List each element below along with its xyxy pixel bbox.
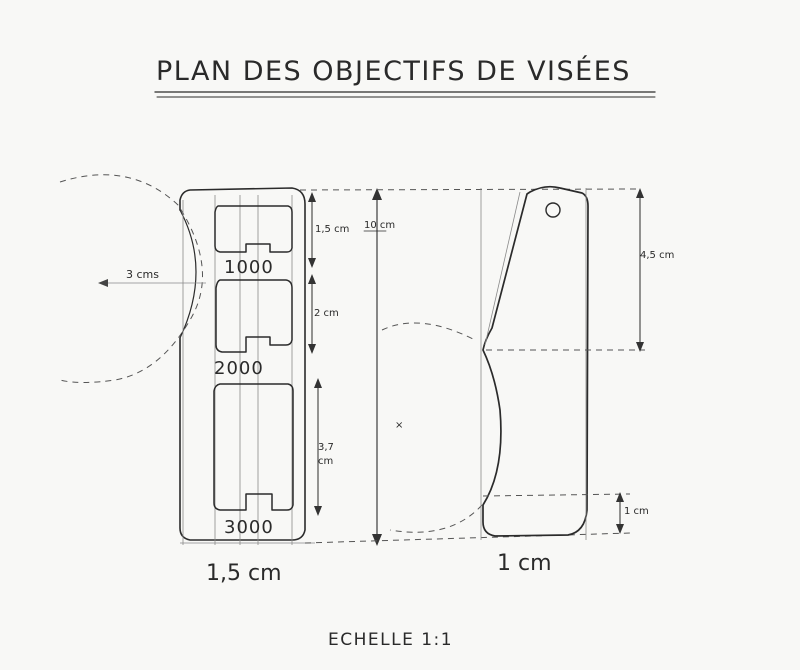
window-1-label: 1000 bbox=[224, 257, 274, 278]
right-part-outline bbox=[482, 185, 589, 537]
arrow-head bbox=[372, 188, 382, 200]
left-plate-outline bbox=[179, 187, 306, 541]
left-plate-arc bbox=[179, 209, 197, 339]
mounting-hole bbox=[545, 202, 561, 218]
arrow-head bbox=[636, 342, 644, 352]
bottom-section-extension-line bbox=[482, 493, 631, 497]
arrow-head bbox=[308, 344, 316, 354]
extension-line-top bbox=[299, 188, 641, 191]
right-part-width-label: 1 cm bbox=[497, 551, 552, 576]
arrow-head bbox=[616, 524, 624, 534]
total-height-dimension: 10 cm bbox=[364, 220, 395, 231]
sight-window-3 bbox=[213, 383, 294, 511]
window-3-dimension-unit: cm bbox=[318, 456, 333, 467]
circle-center-mark: × bbox=[395, 420, 403, 431]
scale-label: ECHELLE 1:1 bbox=[328, 630, 453, 650]
arrow-head bbox=[616, 492, 624, 502]
arrow-head bbox=[308, 258, 316, 268]
right-radius-arc bbox=[381, 322, 483, 533]
arrow-head bbox=[372, 534, 382, 546]
left-part-width-label: 1,5 cm bbox=[206, 561, 282, 586]
construction-line bbox=[484, 191, 521, 346]
arrow-head bbox=[636, 188, 644, 198]
sight-window-2 bbox=[215, 279, 293, 353]
window-3-dimension-value: 3,7 bbox=[318, 442, 334, 453]
arrow-head bbox=[314, 506, 322, 516]
arrow-head bbox=[314, 378, 322, 388]
window-2-dimension: 2 cm bbox=[314, 308, 339, 319]
drawing-title: PLAN DES OBJECTIFS DE VISÉES bbox=[156, 55, 631, 87]
sight-window-1 bbox=[214, 205, 293, 253]
bottom-section-dimension: 1 cm bbox=[624, 506, 649, 517]
radius-arrow-head bbox=[98, 279, 108, 287]
left-radius-arc bbox=[59, 174, 203, 383]
window-1-dimension: 1,5 cm bbox=[315, 224, 349, 235]
arrow-head bbox=[308, 192, 316, 202]
extension-line-bottom bbox=[304, 532, 631, 544]
window-3-label: 3000 bbox=[224, 517, 274, 538]
window-2-label: 2000 bbox=[214, 358, 264, 379]
radius-label: 3 cms bbox=[126, 268, 159, 281]
arrow-head bbox=[308, 274, 316, 284]
top-section-dimension: 4,5 cm bbox=[640, 250, 674, 261]
